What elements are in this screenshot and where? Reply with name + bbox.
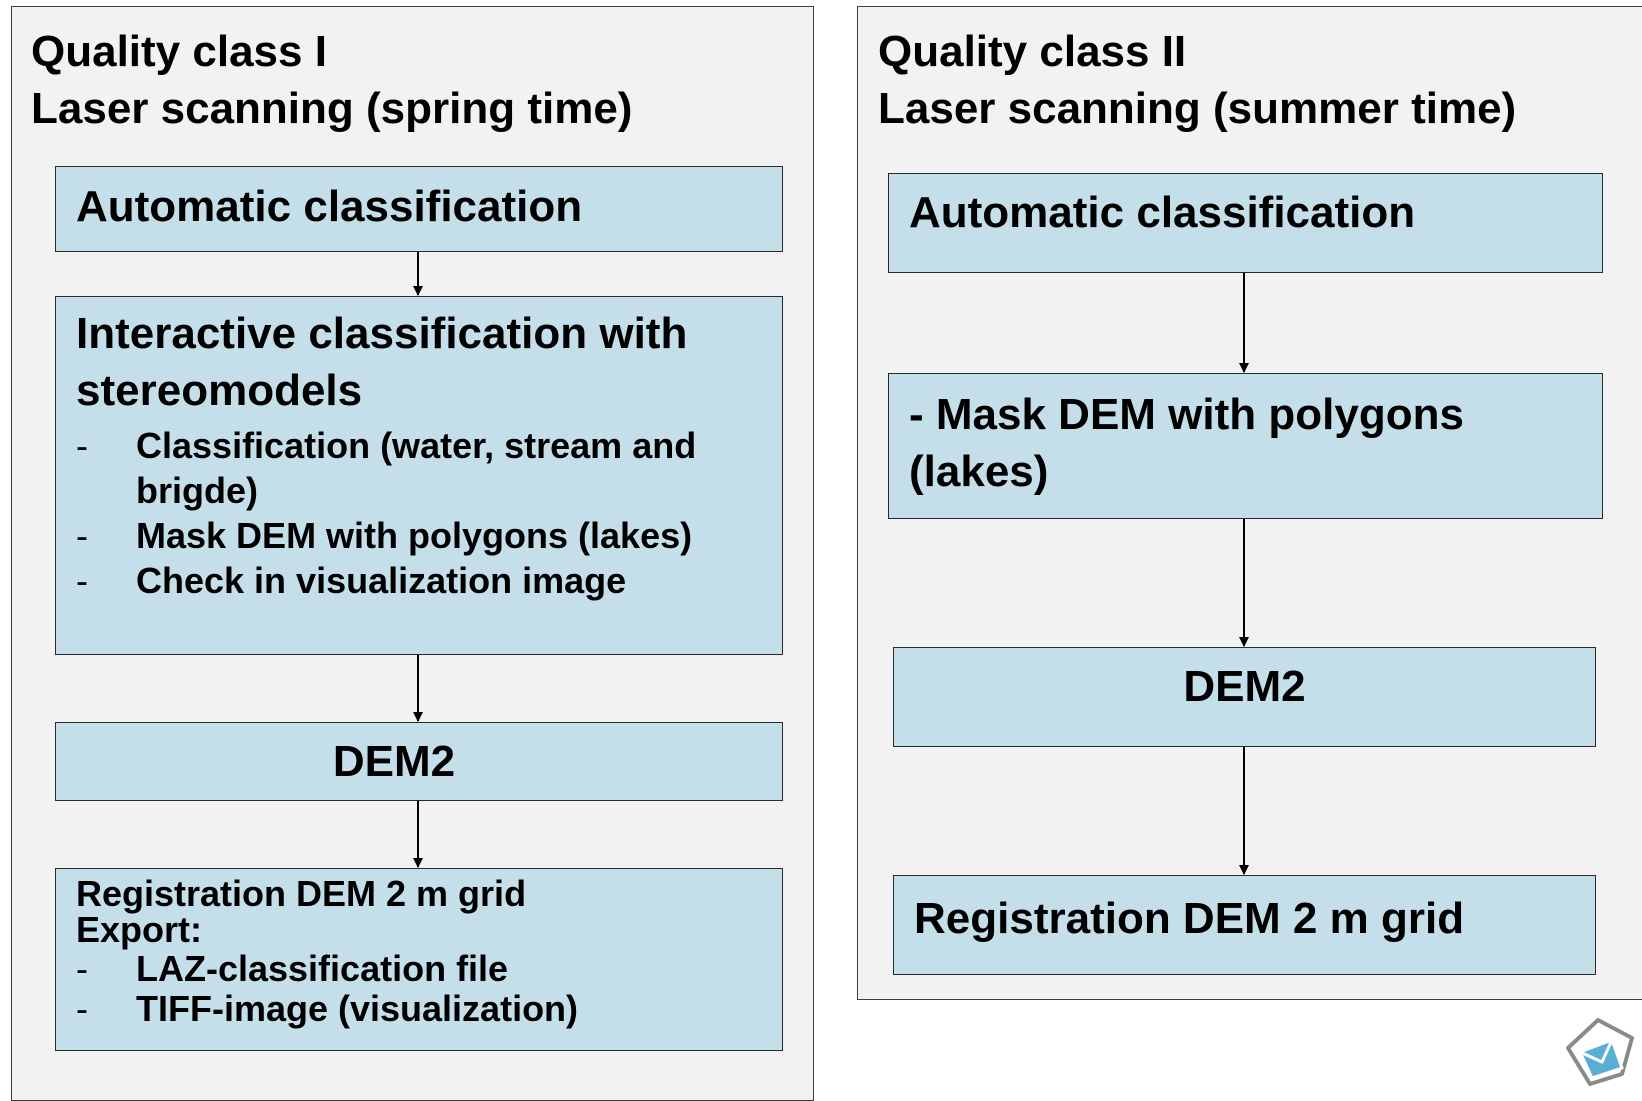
bullet-text: Classification (water, stream and brigde… (136, 423, 696, 513)
right-automatic-classification-box: Automatic classification (888, 173, 1603, 273)
bullet-dash: - (76, 948, 88, 989)
right-box2-line2: (lakes) (909, 447, 1049, 496)
list-item: - TIFF-image (visualization) (76, 989, 776, 1029)
left-box4-line2: Export: (76, 909, 202, 950)
list-item: - Classification (water, stream and brig… (76, 423, 776, 513)
left-box4-line1: Registration DEM 2 m grid (76, 873, 527, 914)
list-item: - Mask DEM with polygons (lakes) (76, 513, 776, 558)
left-interactive-classification-box: Interactive classification with stereomo… (55, 296, 783, 655)
bullet-text: Mask DEM with polygons (lakes) (136, 515, 693, 556)
left-box3-label: DEM2 (332, 737, 456, 786)
left-box1-label: Automatic classification (76, 182, 583, 231)
left-registration-export-box: Registration DEM 2 m grid Export: - LAZ-… (55, 868, 783, 1051)
left-title-line1: Quality class I (31, 27, 327, 76)
left-box2-heading-line1: Interactive classification with (76, 309, 688, 358)
left-dem2-box: DEM2 (55, 722, 783, 801)
right-dem2-box: DEM2 (893, 647, 1596, 747)
left-title-line2: Laser scanning (spring time) (31, 84, 633, 133)
right-box4-label: Registration DEM 2 m grid (914, 894, 1465, 943)
bullet-dash: - (76, 560, 88, 601)
list-item: - LAZ-classification file (76, 949, 776, 989)
bullet-text: LAZ-classification file (136, 948, 509, 989)
right-title-line2: Laser scanning (summer time) (878, 84, 1517, 133)
right-box2-line1: - Mask DEM with polygons (909, 390, 1464, 439)
bullet-dash: - (76, 515, 88, 556)
right-title-line1: Quality class II (878, 27, 1187, 76)
bullet-dash: - (76, 988, 88, 1029)
left-automatic-classification-box: Automatic classification (55, 166, 783, 252)
left-box2-bullet-list: - Classification (water, stream and brig… (76, 423, 776, 603)
bullet-dash: - (76, 425, 88, 466)
bullet-text: Check in visualization image (136, 560, 627, 601)
right-registration-box: Registration DEM 2 m grid (893, 875, 1596, 975)
left-box4-bullet-list: - LAZ-classification file - TIFF-image (… (76, 949, 776, 1029)
bullet-text-line1: Classification (water, stream and (136, 425, 697, 466)
right-panel-title: Quality class II Laser scanning (summer … (878, 23, 1516, 137)
list-item: - Check in visualization image (76, 558, 776, 603)
left-panel-title: Quality class I Laser scanning (spring t… (31, 23, 632, 137)
right-box3-label: DEM2 (1183, 662, 1306, 711)
right-box1-label: Automatic classification (909, 188, 1416, 237)
bullet-text: TIFF-image (visualization) (136, 988, 579, 1029)
left-box2-heading-line2: stereomodels (76, 366, 363, 415)
envelope-diamond-logo-icon (1566, 1018, 1634, 1086)
bullet-text-line2: brigde) (136, 470, 258, 511)
right-mask-dem-box: - Mask DEM with polygons (lakes) (888, 373, 1603, 519)
